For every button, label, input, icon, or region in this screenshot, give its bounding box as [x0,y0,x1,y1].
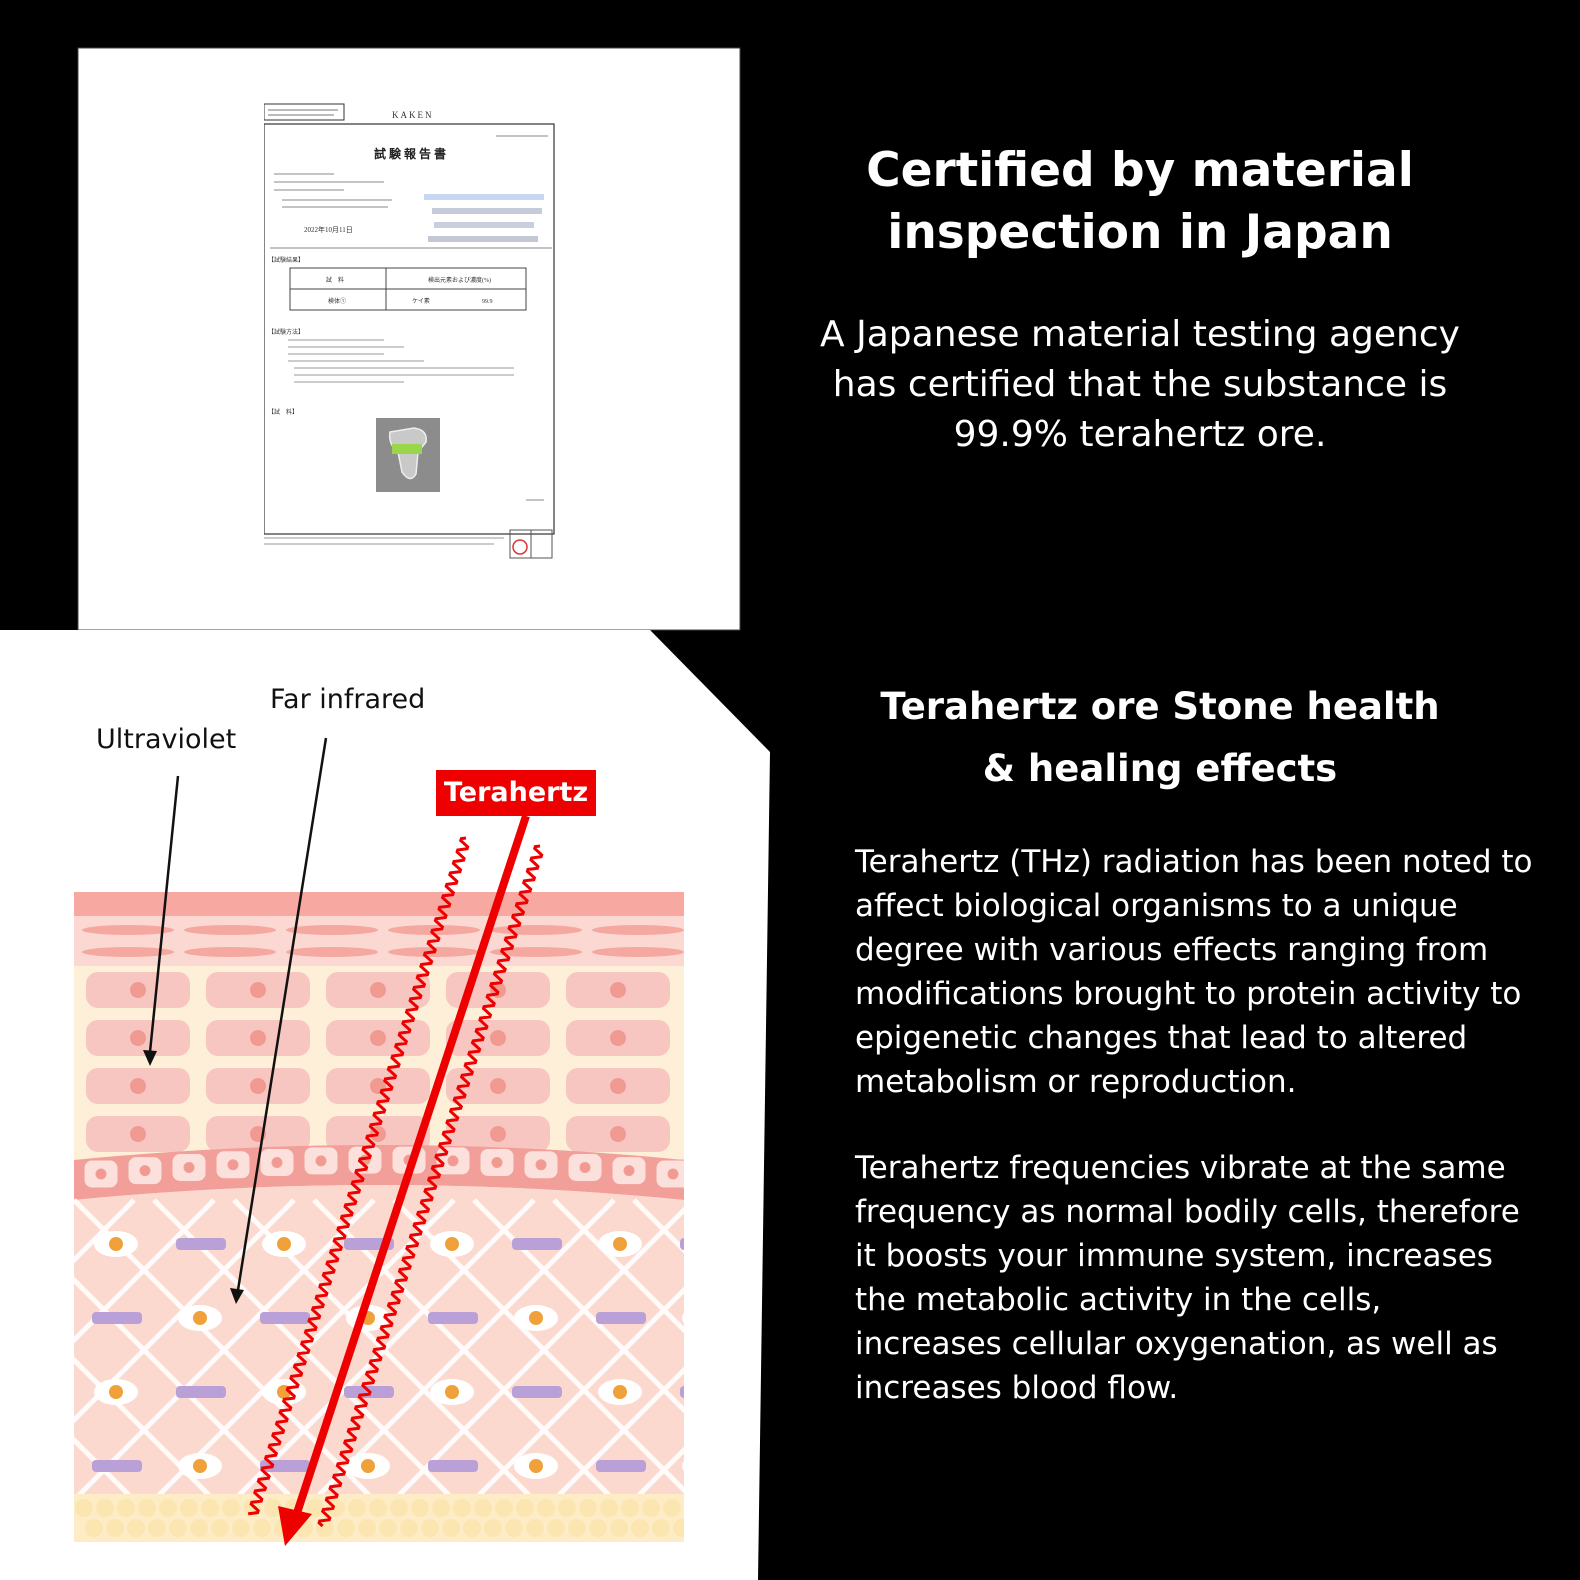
cell-nucleus [610,1030,626,1046]
dermis-cell-nucleus [529,1459,543,1473]
report-section-results: 【試験結果】 [268,256,304,264]
dermis-fiber [512,1386,562,1398]
cell-nucleus [610,982,626,998]
dermis-cell-nucleus [109,1237,123,1251]
cell-nucleus [130,982,146,998]
effects-paragraph-2: Terahertz frequencies vibrate at the sam… [855,1150,1520,1406]
cell-nucleus [610,1078,626,1094]
dermis-fiber [92,1312,142,1324]
dermis-cell-nucleus [613,1385,627,1399]
dermis-fiber [176,1386,226,1398]
dermis-fiber [596,1460,646,1472]
cell-nucleus [490,1126,506,1142]
cell-nucleus [610,1126,626,1142]
dermis-fiber [680,1386,684,1398]
cell-nucleus [130,1030,146,1046]
dermis-cell-nucleus [529,1311,543,1325]
dermis-fiber [260,1312,310,1324]
report-table-header-result: 検出元素および濃度(%) [428,276,491,284]
dermis-cell-nucleus [697,1459,711,1473]
report-table-row-element: ケイ素 [412,297,430,305]
cell-nucleus [130,1126,146,1142]
dermis-fiber [176,1238,226,1250]
cell-nucleus [730,1078,746,1094]
skin-cell [686,1068,790,1104]
dermis-cell-nucleus [109,1385,123,1399]
dermis-fiber [428,1312,478,1324]
dermis-cell-nucleus [193,1459,207,1473]
effects-paragraph-1: Terahertz (THz) radiation has been noted… [855,844,1533,1100]
report-table-row-value: 99.9 [482,299,493,305]
skin-cell [686,1020,790,1056]
dermis-cell-nucleus [361,1459,375,1473]
terahertz-label: Terahertz [436,770,596,816]
dermis-fiber [512,1238,562,1250]
cell-nucleus [130,1078,146,1094]
ultraviolet-label: Ultraviolet [96,724,237,755]
certificate-description: A Japanese material testing agency has c… [820,314,1460,455]
dermis-cell-nucleus [697,1311,711,1325]
dermis-cell-nucleus [193,1311,207,1325]
cell-nucleus [250,1078,266,1094]
report-date: 2022年10月11日 [304,225,353,234]
cell-nucleus [730,1030,746,1046]
dermis-fiber [92,1460,142,1472]
dermis-fiber [680,1238,684,1250]
cell-nucleus [730,1126,746,1142]
cell-nucleus [730,982,746,998]
skin-cell [686,972,790,1008]
dermis-cell-nucleus [613,1237,627,1251]
cell-nucleus [250,982,266,998]
report-brand: KAKEN [392,110,434,120]
report-section-method: 【試験方法】 [268,328,304,336]
effects-heading: Terahertz ore Stone health & healing eff… [880,685,1440,790]
far-infrared-label: Far infrared [270,684,426,715]
cell-nucleus [490,1030,506,1046]
report-table-row-sample: 検体① [328,297,346,305]
report-title: 試 験 報 告 書 [374,146,446,161]
cell-nucleus [250,1030,266,1046]
dermis-fiber [428,1460,478,1472]
cell-nucleus [370,1030,386,1046]
cell-nucleus [370,982,386,998]
dermis-fiber [596,1312,646,1324]
skin-cell [686,1116,790,1152]
dermis-cell-nucleus [277,1237,291,1251]
test-report-document: KAKEN 試 験 報 告 書 2022年10月11日 【試験結果】 試 料 検… [263,100,560,570]
report-section-sample: 【試 料】 [268,408,298,416]
dermis-cell-nucleus [445,1237,459,1251]
dermis-cell-nucleus [445,1385,459,1399]
cell-nucleus [490,1078,506,1094]
report-table-header-sample: 試 料 [326,276,344,284]
certificate-heading: Certified by material inspection in Japa… [866,143,1414,260]
